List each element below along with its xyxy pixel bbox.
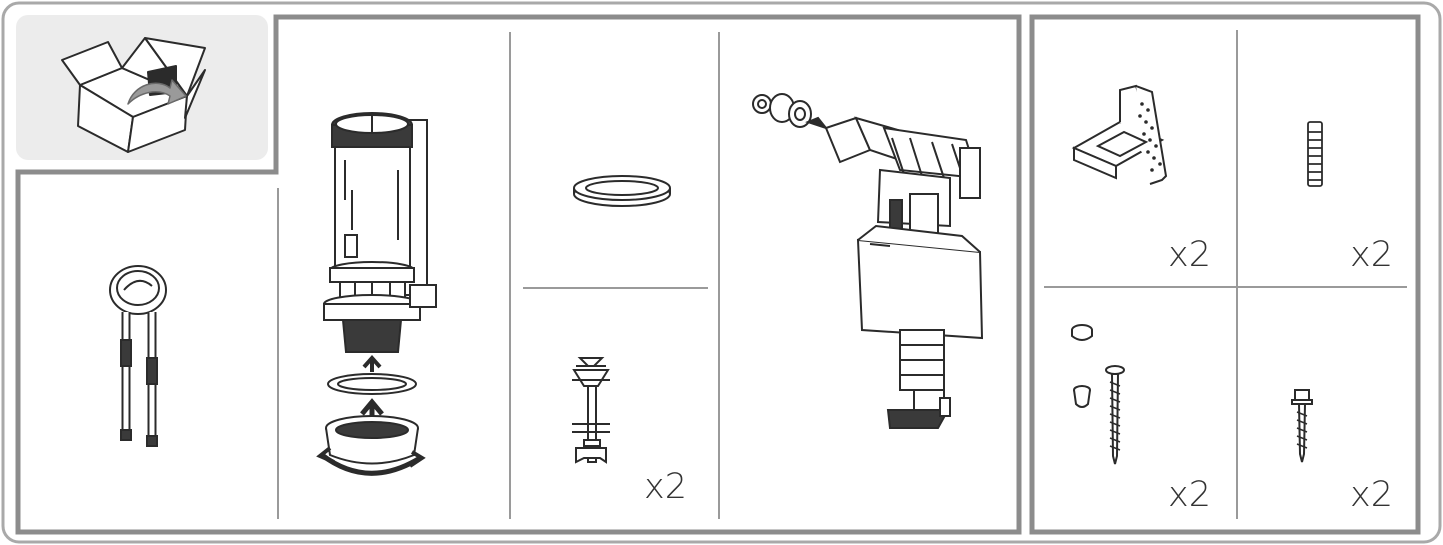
screw-set-icon: [1071, 324, 1125, 465]
hex-screw-quantity: x2: [1350, 475, 1393, 515]
push-button-icon: [109, 265, 167, 447]
tank-bolt-icon: [572, 357, 610, 464]
dividers: [277, 30, 1407, 519]
hex-screw-icon: [1291, 389, 1313, 463]
l-bracket-quantity: x2: [1168, 235, 1211, 275]
tank-bolt-quantity: x2: [644, 467, 687, 507]
fill-valve-icon: [752, 93, 984, 429]
main-frame: [15, 14, 1022, 535]
screw-set-quantity: x2: [1168, 475, 1211, 515]
wall-plug-quantity: x2: [1350, 235, 1393, 275]
accessory-frame: [1029, 14, 1421, 535]
l-bracket-icon: [1071, 84, 1168, 185]
wall-plug-icon: [1307, 121, 1323, 187]
gasket-ring-icon: [573, 175, 671, 207]
flush-valve-icon: [316, 112, 437, 476]
open-box-icon: [61, 37, 206, 153]
